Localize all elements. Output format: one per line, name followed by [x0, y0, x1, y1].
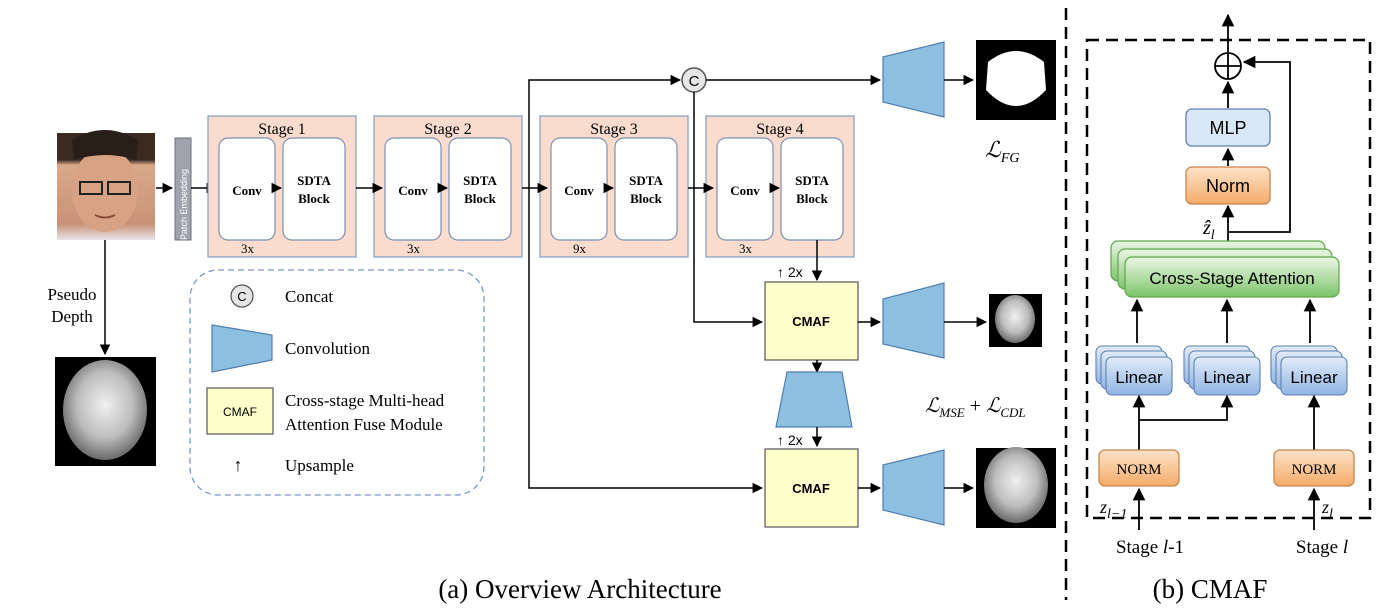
- conv-branch-1: [882, 282, 945, 359]
- sdta-label-1: SDTA: [795, 173, 829, 188]
- sdta-block: [282, 137, 346, 241]
- depth-output-small: [989, 294, 1042, 347]
- z-cur-label: zl: [1321, 497, 1333, 522]
- linear-label: Linear: [1290, 368, 1338, 387]
- conv-label: Conv: [232, 183, 262, 198]
- cmaf-label-2: CMAF: [792, 481, 830, 496]
- fg-mask-image: [976, 40, 1056, 120]
- norm-input-cur: [1273, 449, 1355, 487]
- pseudo-depth-image: [55, 357, 156, 466]
- stage-repeat: 3x: [407, 241, 421, 256]
- legend-cmaf-line1: Cross-stage Multi-head: [285, 391, 445, 410]
- svg-text:MLP: MLP: [1209, 118, 1246, 138]
- conv-label: Conv: [564, 183, 594, 198]
- upsample-label-1: ↑ 2x: [777, 264, 803, 280]
- svg-text:Cross-Stage Attention: Cross-Stage Attention: [1149, 269, 1314, 288]
- stage-title: Stage 3: [590, 121, 638, 138]
- conv-between-cmaf: [775, 371, 853, 428]
- stage-title: Stage 2: [424, 121, 472, 138]
- sdta-block: [614, 137, 678, 241]
- stage-4: Stage 4 Conv SDTA Block 3x: [705, 115, 855, 258]
- concat-symbol: C: [689, 73, 700, 90]
- sdta-block: [448, 137, 512, 241]
- mlp-block: [1185, 108, 1271, 147]
- sdta-label-2: Block: [796, 191, 829, 206]
- patch-embedding-label: Patch Embedding: [179, 169, 189, 240]
- legend-convolution-label: Convolution: [285, 339, 371, 358]
- linear-stack-2: Linear: [1183, 345, 1261, 396]
- linear-stack-1: Linear: [1095, 345, 1173, 396]
- linear-stack-3: Linear: [1270, 345, 1348, 396]
- conv-label: Conv: [730, 183, 760, 198]
- cmaf-label-1: CMAF: [792, 314, 830, 329]
- stage-repeat: 9x: [573, 241, 587, 256]
- fg-convolution: [882, 41, 945, 118]
- stage-repeat: 3x: [241, 241, 255, 256]
- pseudo-depth-label-1: Pseudo: [47, 285, 96, 304]
- patch-embedding-box: [174, 137, 192, 241]
- z-prev-label: zl−1: [1099, 497, 1127, 522]
- caption-cmaf: (b) CMAF: [1153, 574, 1268, 604]
- legend-cmaf-line2: Attention Fuse Module: [285, 415, 443, 434]
- svg-text:C: C: [237, 289, 246, 304]
- legend-upsample-icon: ↑: [234, 455, 243, 475]
- stage-1: Stage 1 Conv SDTA Block 3x: [207, 115, 357, 258]
- loss-fg: ℒFG: [985, 137, 1020, 166]
- svg-text:NORM: NORM: [1116, 462, 1161, 478]
- legend-box: [189, 269, 485, 496]
- stage-title: Stage 4: [756, 121, 804, 138]
- stage-title: Stage 1: [258, 121, 306, 138]
- sdta-label-1: SDTA: [463, 173, 497, 188]
- legend-concat-icon: [230, 284, 254, 308]
- cross-stage-attention-block: [1124, 256, 1340, 298]
- zhat-label: ẑl: [1202, 217, 1215, 243]
- legend-upsample-label: Upsample: [285, 456, 354, 475]
- svg-text:CMAF: CMAF: [223, 405, 257, 419]
- conv-branch-2: [882, 449, 945, 526]
- stage-repeat: 3x: [739, 241, 753, 256]
- sdta-label-2: Block: [298, 191, 331, 206]
- input-face-image: [57, 130, 155, 240]
- caption-overview: (a) Overview Architecture: [438, 574, 721, 604]
- svg-text:NORM: NORM: [1291, 462, 1336, 478]
- svg-text:Norm: Norm: [1206, 176, 1250, 196]
- loss-mse-cdl: ℒMSE + ℒCDL: [925, 395, 1026, 420]
- pseudo-depth-label-2: Depth: [51, 307, 93, 326]
- cmaf-block-1: [764, 281, 859, 361]
- sdta-label-2: Block: [464, 191, 497, 206]
- cmaf-block-2: [764, 448, 859, 528]
- legend-convolution-icon: [211, 324, 273, 373]
- conv-label: Conv: [398, 183, 428, 198]
- sdta-label-1: SDTA: [297, 173, 331, 188]
- norm-input-prev: [1098, 449, 1180, 487]
- legend-cmaf-icon: [206, 387, 274, 435]
- stage-2: Stage 2 Conv SDTA Block 3x: [373, 115, 523, 258]
- sdta-label-2: Block: [630, 191, 663, 206]
- stage-cur-label: Stage l: [1296, 537, 1348, 558]
- stage-3: Stage 3 Conv SDTA Block 9x: [539, 115, 689, 258]
- stage-group: Stage 1 Conv SDTA Block 3x Stage 2 Conv SDTA Blo…: [207, 115, 855, 258]
- stage-prev-label: Stage l-1: [1116, 537, 1184, 558]
- upsample-label-2: ↑ 2x: [777, 432, 803, 448]
- depth-output-large: [976, 447, 1056, 528]
- sdta-block: [780, 137, 844, 241]
- norm-block: [1185, 166, 1271, 205]
- linear-group: Linear Linear Linear: [1095, 345, 1348, 396]
- sdta-label-1: SDTA: [629, 173, 663, 188]
- linear-label: Linear: [1203, 368, 1251, 387]
- linear-label: Linear: [1115, 368, 1163, 387]
- legend-concat-label: Concat: [285, 287, 333, 306]
